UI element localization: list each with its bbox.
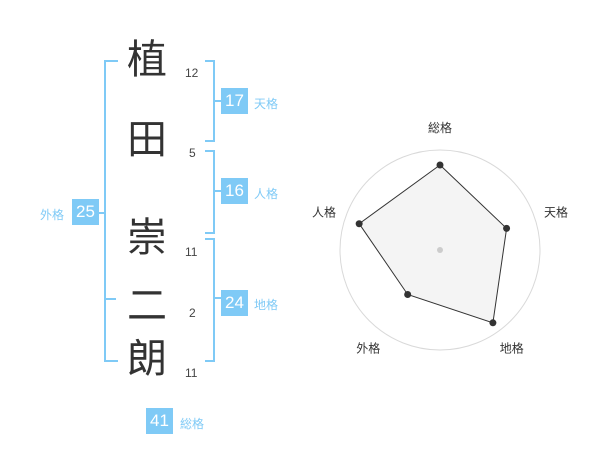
soukaku-score: 41 xyxy=(146,408,173,434)
radar-point-天格 xyxy=(503,224,511,232)
soukaku-label: 総格 xyxy=(180,417,205,431)
jinkaku-connector xyxy=(215,190,221,192)
name-char-4: 二 xyxy=(127,283,167,329)
chikaku-connector xyxy=(215,297,221,299)
radar-point-外格 xyxy=(404,290,412,298)
chikaku-label: 地格 xyxy=(254,298,279,312)
stroke-count-3: 11 xyxy=(185,245,198,259)
jinkaku-bracket xyxy=(205,150,215,234)
gaikaku-connector xyxy=(96,212,106,214)
radar-axis-label-2: 地格 xyxy=(500,341,524,356)
radar-data-points xyxy=(355,161,511,327)
radar-axis-label-3: 外格 xyxy=(356,341,380,356)
name-char-2: 田 xyxy=(127,117,167,163)
radar-point-総格 xyxy=(436,161,444,169)
gaikaku-score: 25 xyxy=(72,199,99,225)
chikaku-score: 24 xyxy=(221,290,248,316)
name-char-1: 植 xyxy=(127,37,167,83)
jinkaku-score: 16 xyxy=(221,178,248,204)
name-char-3: 崇 xyxy=(127,215,167,261)
tenkaku-bracket xyxy=(205,60,215,142)
jinkaku-label: 人格 xyxy=(254,187,279,201)
radar-point-地格 xyxy=(489,319,497,327)
tenkaku-label: 天格 xyxy=(254,97,279,111)
tenkaku-score: 17 xyxy=(221,88,248,114)
radar-center-dot xyxy=(437,247,443,253)
stroke-count-4: 2 xyxy=(189,306,196,320)
radar-point-人格 xyxy=(355,220,363,228)
stroke-count-2: 5 xyxy=(189,146,196,160)
radar-axis-label-0: 総格 xyxy=(428,120,452,135)
radar-axis-label-1: 天格 xyxy=(544,204,568,219)
name-char-5: 朗 xyxy=(127,336,167,382)
tenkaku-connector xyxy=(215,100,221,102)
gaikaku-bracket xyxy=(104,60,118,362)
gaikaku-label: 外格 xyxy=(40,208,65,222)
stroke-count-1: 12 xyxy=(185,66,199,80)
radar-data-polygon xyxy=(358,164,508,324)
stroke-count-5: 11 xyxy=(185,366,198,380)
chikaku-bracket xyxy=(205,238,215,362)
gaikaku-bracket-tick xyxy=(106,298,116,300)
radar-axis-label-4: 人格 xyxy=(312,204,336,219)
